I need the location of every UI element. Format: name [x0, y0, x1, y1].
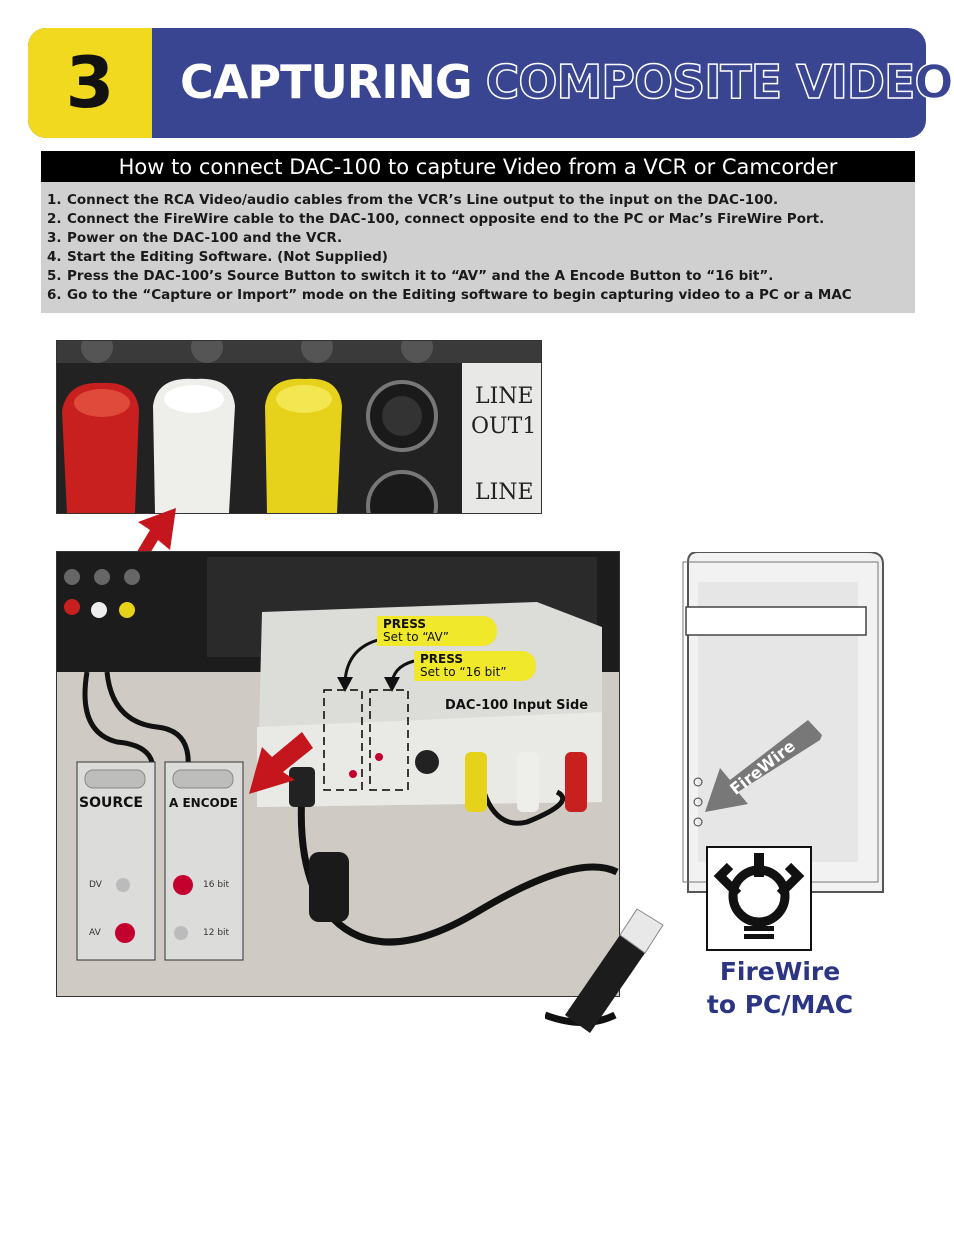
step-number-badge: 3	[28, 28, 152, 138]
grey-arrow-icon	[705, 720, 822, 812]
callout-text: Set to “AV”	[383, 630, 449, 644]
step-num: 6.	[47, 287, 62, 303]
input-side-label: DAC-100 Input Side	[445, 698, 589, 713]
line-label: LINE	[475, 384, 534, 409]
step-num: 1.	[47, 192, 62, 208]
callout-title: PRESS	[383, 617, 426, 631]
firewire-logo	[706, 846, 812, 951]
section-heading: How to connect DAC-100 to capture Video …	[41, 151, 915, 182]
out1-label: OUT1	[471, 414, 536, 439]
av-label: AV	[89, 928, 101, 938]
page-title: CAPTURING COMPOSITE VIDEO	[180, 44, 954, 120]
step-text: Connect the FireWire cable to the DAC-10…	[67, 211, 825, 227]
step-text: Go to the “Capture or Import” mode on th…	[67, 287, 852, 303]
step-num: 5.	[47, 268, 62, 284]
instruction-step: 6. Go to the “Capture or Import” mode on …	[47, 286, 915, 305]
instruction-step: 5. Press the DAC-100’s Source Button to s…	[47, 267, 915, 286]
instruction-step: 1. Connect the RCA Video/audio cables fro…	[47, 191, 915, 210]
step-num: 4.	[47, 249, 62, 265]
instruction-box: 1. Connect the RCA Video/audio cables fro…	[41, 182, 915, 313]
dac100-illustration	[57, 552, 619, 996]
dac100-photo: PRESS Set to “AV” PRESS Set to “16 bit” …	[56, 551, 620, 997]
title-part-2: COMPOSITE VIDEO	[485, 54, 954, 110]
dv-label: DV	[89, 880, 102, 890]
firewire-caption: FireWire to PC/MAC	[706, 957, 854, 1019]
firewire-symbol-icon	[713, 853, 805, 939]
instruction-list: 1. Connect the RCA Video/audio cables fro…	[41, 182, 915, 305]
12bit-label: 12 bit	[203, 928, 230, 938]
firewire-plug-icon	[545, 908, 664, 1033]
instruction-step: 3. Power on the DAC-100 and the VCR.	[47, 229, 915, 248]
callout-title: PRESS	[420, 652, 463, 666]
title-part-1: CAPTURING	[180, 55, 473, 109]
computer-tower-icon	[682, 552, 884, 893]
16bit-label: 16 bit	[203, 880, 230, 890]
press-encode-callout: PRESS Set to “16 bit”	[414, 651, 536, 681]
step-num: 2.	[47, 211, 62, 227]
instruction-step: 4. Start the Editing Software. (Not Suppl…	[47, 248, 915, 267]
callout-text: Set to “16 bit”	[420, 665, 507, 679]
red-arrow-icon	[249, 732, 313, 794]
vcr-line-out-illustration: LINE OUT1 LINE	[57, 341, 541, 513]
line-label-2: LINE	[475, 480, 534, 505]
step-text: Press the DAC-100’s Source Button to swi…	[67, 268, 774, 284]
press-source-callout: PRESS Set to “AV”	[377, 616, 497, 646]
source-label: SOURCE	[79, 795, 143, 811]
step-text: Connect the RCA Video/audio cables from …	[67, 192, 779, 208]
vcr-line-out-photo: LINE OUT1 LINE	[56, 340, 542, 514]
section-heading-text: How to connect DAC-100 to capture Video …	[118, 154, 838, 179]
instruction-step: 2. Connect the FireWire cable to the DAC-…	[47, 210, 915, 229]
step-text: Power on the DAC-100 and the VCR.	[67, 230, 343, 246]
header-bar	[28, 28, 926, 138]
firewire-arrow: FireWire	[700, 720, 830, 815]
step-text: Start the Editing Software. (Not Supplie…	[67, 249, 388, 265]
encode-label: A ENCODE	[169, 796, 238, 810]
step-number: 3	[65, 42, 115, 124]
step-num: 3.	[47, 230, 62, 246]
